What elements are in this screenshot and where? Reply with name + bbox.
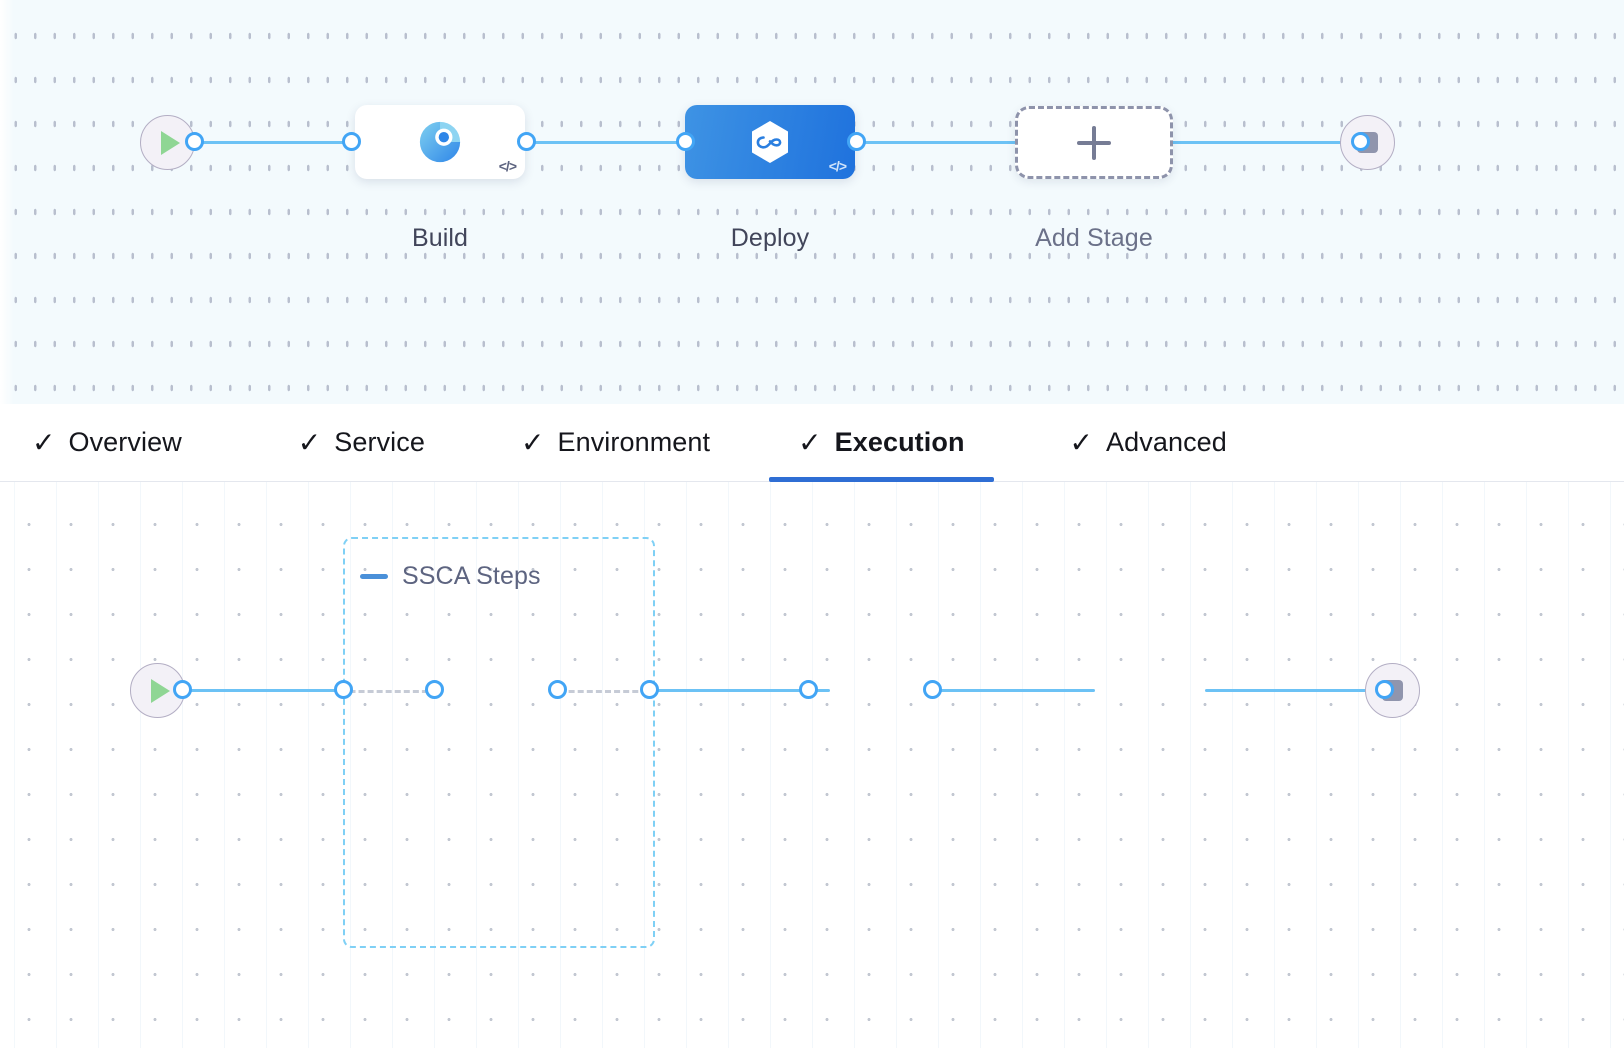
check-icon: ✓: [521, 426, 545, 458]
build-pie-icon: [417, 119, 463, 165]
step-connector-start-group: [176, 689, 351, 692]
port-deploy-out[interactable]: [847, 132, 866, 151]
tab-execution[interactable]: ✓ Execution: [769, 404, 995, 482]
step-port-group-in[interactable]: [334, 680, 353, 699]
step-port-end-in[interactable]: [1375, 680, 1394, 699]
port-build-out[interactable]: [517, 132, 536, 151]
tab-label: Environment: [557, 427, 711, 457]
port-end-in[interactable]: [1351, 132, 1370, 151]
port-deploy-in[interactable]: [676, 132, 695, 151]
stage-label-build: Build: [411, 224, 469, 252]
stage-config-tabs: ✓ Overview ✓ Service ✓ Environment ✓ Exe…: [0, 404, 1624, 482]
step-connector-addstep-end: [1205, 689, 1373, 692]
step-port-sbom-out[interactable]: [548, 680, 567, 699]
play-icon: [160, 130, 180, 155]
play-icon: [150, 678, 170, 703]
stage-connector-deploy-addstage: [845, 141, 1030, 144]
deploy-code-badge[interactable]: </>: [828, 158, 847, 174]
step-group-title: SSCA Steps: [402, 562, 541, 590]
check-icon: ✓: [32, 426, 56, 458]
port-start-out[interactable]: [185, 132, 204, 151]
check-icon: ✓: [798, 426, 822, 458]
step-connector-group-out-dashed: [558, 690, 653, 693]
step-port-sbom-in[interactable]: [425, 680, 444, 699]
step-group-ssca[interactable]: [343, 537, 655, 948]
step-connector-group-rollout: [648, 689, 830, 692]
execution-canvas[interactable]: SSCA Steps </> Generate: [0, 482, 1624, 1048]
step-port-rollout-out[interactable]: [923, 680, 942, 699]
stage-node-build[interactable]: </>: [355, 105, 525, 179]
tab-environment[interactable]: ✓ Environment: [521, 404, 710, 482]
tab-label: Execution: [834, 427, 965, 457]
step-port-rollout-in[interactable]: [799, 680, 818, 699]
port-build-in[interactable]: [342, 132, 361, 151]
execution-end-node[interactable]: [1365, 663, 1420, 718]
add-stage-button[interactable]: [1015, 106, 1173, 179]
harness-hexagon-infinity-icon: [744, 116, 796, 168]
step-port-start-out[interactable]: [173, 680, 192, 699]
tab-service[interactable]: ✓ Service: [298, 404, 425, 482]
pipeline-start-node[interactable]: [140, 115, 195, 170]
minus-icon[interactable]: [360, 574, 388, 579]
tab-label: Advanced: [1106, 427, 1227, 457]
stage-connector-addstage-end: [1160, 141, 1355, 144]
stage-node-deploy[interactable]: </>: [685, 105, 855, 179]
step-port-group-out[interactable]: [640, 680, 659, 699]
step-connector-group-in-dashed: [348, 690, 438, 693]
stage-connector-start-build: [195, 141, 360, 144]
check-icon: ✓: [297, 426, 322, 458]
build-code-badge[interactable]: </>: [498, 158, 517, 174]
stage-label-deploy: Deploy: [730, 224, 810, 252]
tab-label: Overview: [68, 427, 182, 457]
stage-canvas[interactable]: </> Build </> Deploy Add Stage: [0, 0, 1624, 414]
add-stage-label: Add Stage: [1035, 224, 1153, 252]
step-group-header[interactable]: SSCA Steps: [360, 562, 541, 591]
check-icon: ✓: [1069, 426, 1094, 458]
step-connector-rollout-addstep: [925, 689, 1095, 692]
tab-advanced[interactable]: ✓ Advanced: [1070, 404, 1227, 482]
tab-overview[interactable]: ✓ Overview: [32, 404, 182, 482]
tab-label: Service: [334, 427, 425, 457]
plus-icon: [1077, 125, 1111, 160]
